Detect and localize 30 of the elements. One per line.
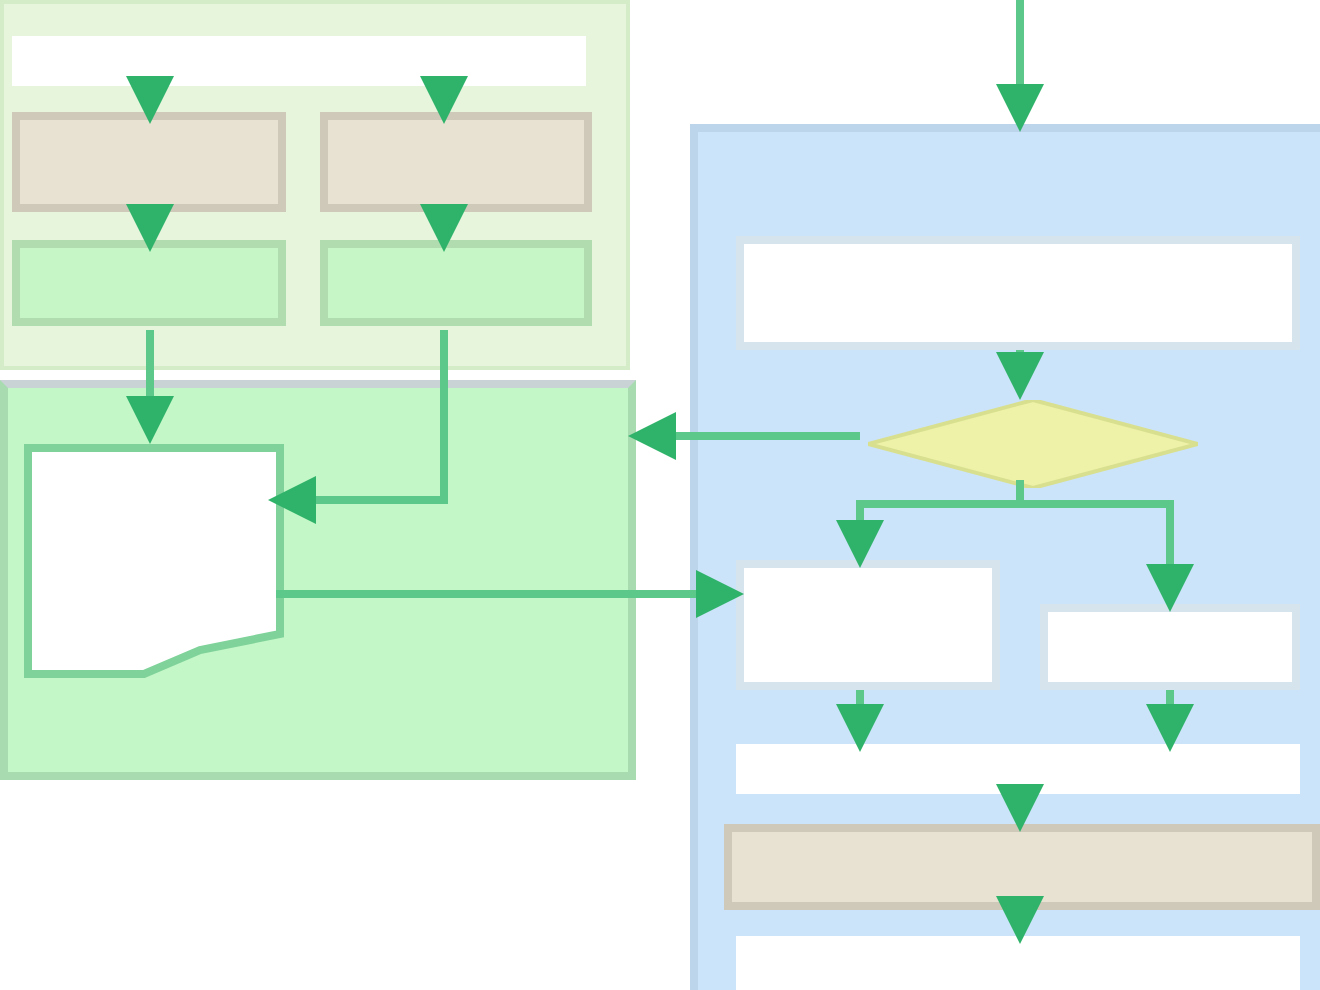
group-panel — [0, 380, 636, 780]
process-box — [736, 744, 1300, 794]
arrow — [268, 330, 448, 524]
process-box — [320, 112, 592, 212]
process-box — [724, 824, 1320, 910]
process-box — [736, 236, 1300, 350]
process-box — [1040, 604, 1300, 690]
arrow — [126, 204, 174, 252]
arrow — [276, 570, 744, 618]
document-shape — [24, 444, 284, 678]
decision-diamond — [868, 400, 1198, 488]
arrow — [836, 690, 884, 752]
arrow — [996, 784, 1044, 832]
arrow — [996, 896, 1044, 944]
arrow — [996, 350, 1044, 400]
group-panel — [0, 0, 630, 370]
group-panel — [690, 124, 1320, 990]
arrow — [126, 76, 174, 124]
process-box — [736, 560, 1000, 690]
process-box — [320, 240, 592, 326]
arrow — [126, 330, 174, 444]
arrow — [420, 76, 468, 124]
arrow — [1146, 690, 1194, 752]
process-box — [12, 240, 286, 326]
process-box — [12, 36, 586, 86]
process-box — [12, 112, 286, 212]
process-box — [736, 936, 1300, 990]
arrow — [628, 412, 860, 460]
arrow — [996, 0, 1044, 132]
arrow — [420, 204, 468, 252]
